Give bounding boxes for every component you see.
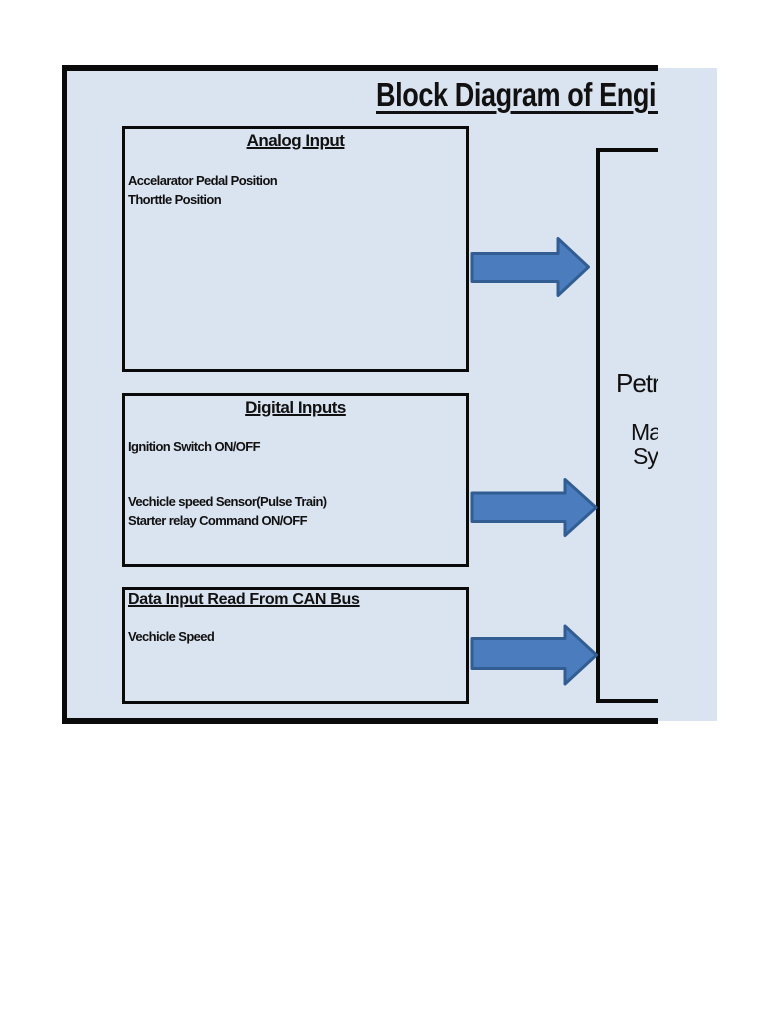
output-box-text-line: Petr	[616, 368, 658, 398]
digital-item: Starter relay Command ON/OFF	[128, 513, 308, 528]
output-box-text-line: Sy	[633, 443, 658, 469]
output-box-text-line: Ma	[631, 419, 658, 445]
block-arrow-icon	[470, 624, 598, 686]
box-heading-digital: Digital Inputs	[245, 398, 346, 417]
output-box-engine-management: Petr Ma Sy	[596, 148, 658, 703]
digital-item: Vechicle speed Sensor(Pulse Train)	[128, 494, 327, 509]
digital-item: Ignition Switch ON/OFF	[128, 439, 261, 454]
can-to-output-arrow	[470, 624, 598, 686]
can-item: Vechicle Speed	[128, 629, 215, 644]
analog-item: Accelarator Pedal Position	[128, 173, 278, 188]
input-box-digital: Digital Inputs Ignition Switch ON/OFF Ve…	[122, 393, 469, 567]
diagram-outer-frame	[62, 65, 658, 724]
block-arrow-icon	[470, 478, 598, 537]
analog-item: Thorttle Position	[128, 192, 222, 207]
analog-to-output-arrow	[470, 237, 590, 297]
input-box-analog: Analog Input Accelarator Pedal Position …	[122, 126, 469, 372]
diagram-title: Block Diagram of Engin	[376, 76, 658, 113]
diagram-clip-region: Block Diagram of Engin Petr Ma Sy	[62, 64, 658, 725]
input-box-can-bus: Data Input Read From CAN Bus Vechicle Sp…	[122, 587, 469, 704]
digital-to-output-arrow	[470, 478, 598, 537]
box-heading-analog: Analog Input	[246, 131, 345, 150]
block-arrow-icon	[470, 237, 590, 297]
box-heading-can-bus: Data Input Read From CAN Bus	[128, 591, 360, 608]
